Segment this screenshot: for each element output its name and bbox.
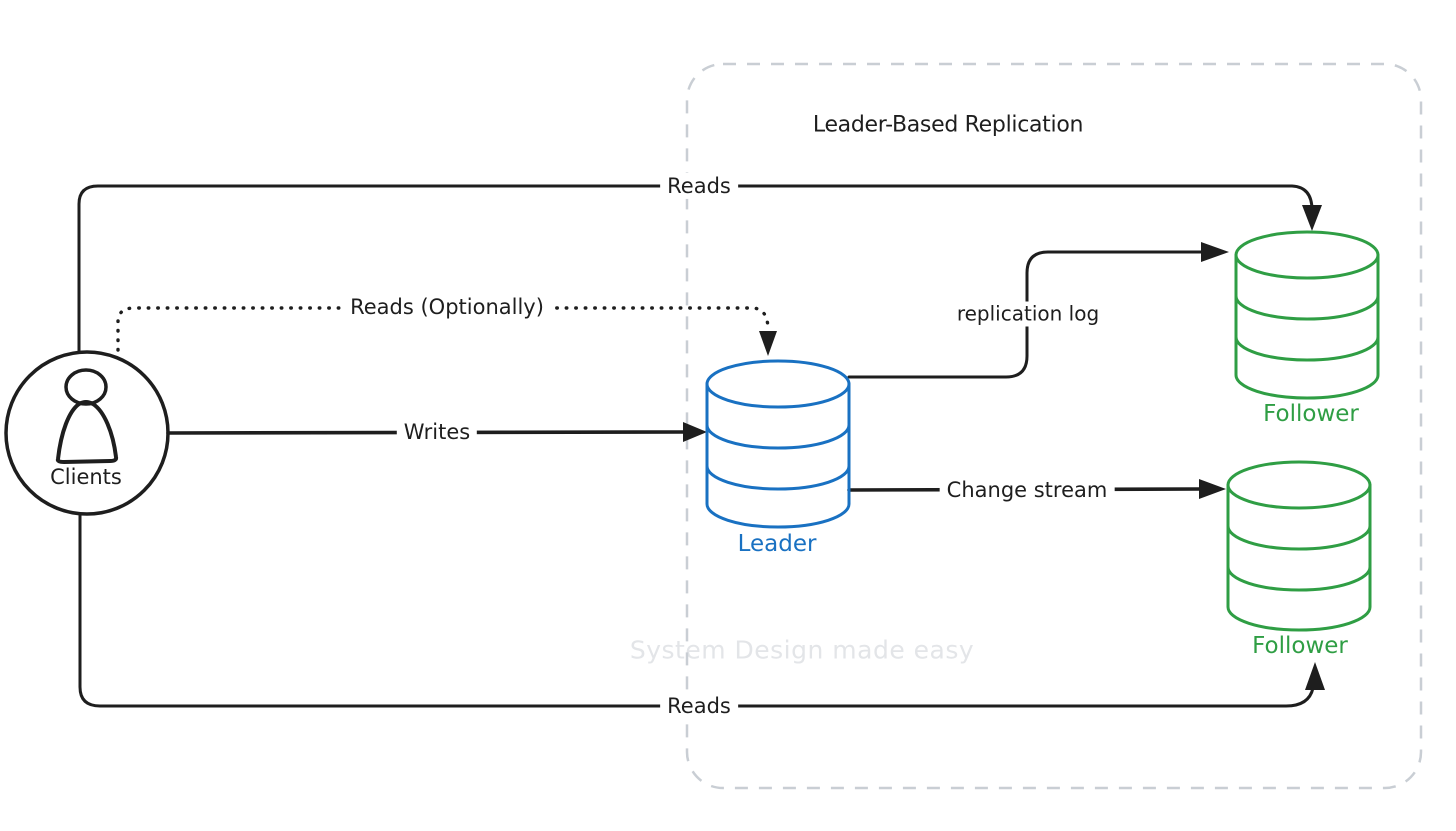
reads-optional-edge bbox=[116, 306, 777, 356]
follower-top-node-label: Follower bbox=[1263, 400, 1359, 427]
arrow-down-icon bbox=[1302, 205, 1322, 231]
arrow-right-icon bbox=[1199, 479, 1226, 499]
person-icon bbox=[55, 368, 119, 464]
leader-node-label: Leader bbox=[737, 530, 817, 557]
arrow-right-icon bbox=[1201, 242, 1229, 262]
follower-bottom-node-label: Follower bbox=[1252, 632, 1348, 659]
arrow-down-icon bbox=[759, 331, 777, 356]
reads-optional-edge-label: Reads (Optionally) bbox=[343, 293, 551, 321]
clients-circle bbox=[4, 350, 170, 516]
change-stream-edge-label: Change stream bbox=[939, 476, 1115, 504]
writes-edge-label: Writes bbox=[396, 418, 478, 446]
reads-bottom-edge bbox=[78, 512, 1325, 708]
arrow-right-icon bbox=[683, 422, 707, 442]
reads-top-edge bbox=[77, 184, 1322, 354]
arrow-up-icon bbox=[1305, 662, 1325, 690]
replication-boundary-box bbox=[685, 62, 1423, 790]
diagram-title: Leader-Based Replication bbox=[812, 112, 1084, 138]
clients-node bbox=[4, 350, 170, 516]
replication-boundary bbox=[685, 62, 1423, 790]
replication-log-edge-label: replication log bbox=[949, 301, 1107, 327]
follower-bottom-database-icon bbox=[1226, 460, 1372, 632]
reads-top-edge-label: Reads bbox=[660, 172, 738, 200]
clients-node-label: Clients bbox=[50, 464, 122, 489]
leader-database-icon bbox=[705, 359, 851, 529]
follower-top-database-icon bbox=[1234, 230, 1380, 400]
reads-bottom-edge-label: Reads bbox=[660, 692, 738, 720]
